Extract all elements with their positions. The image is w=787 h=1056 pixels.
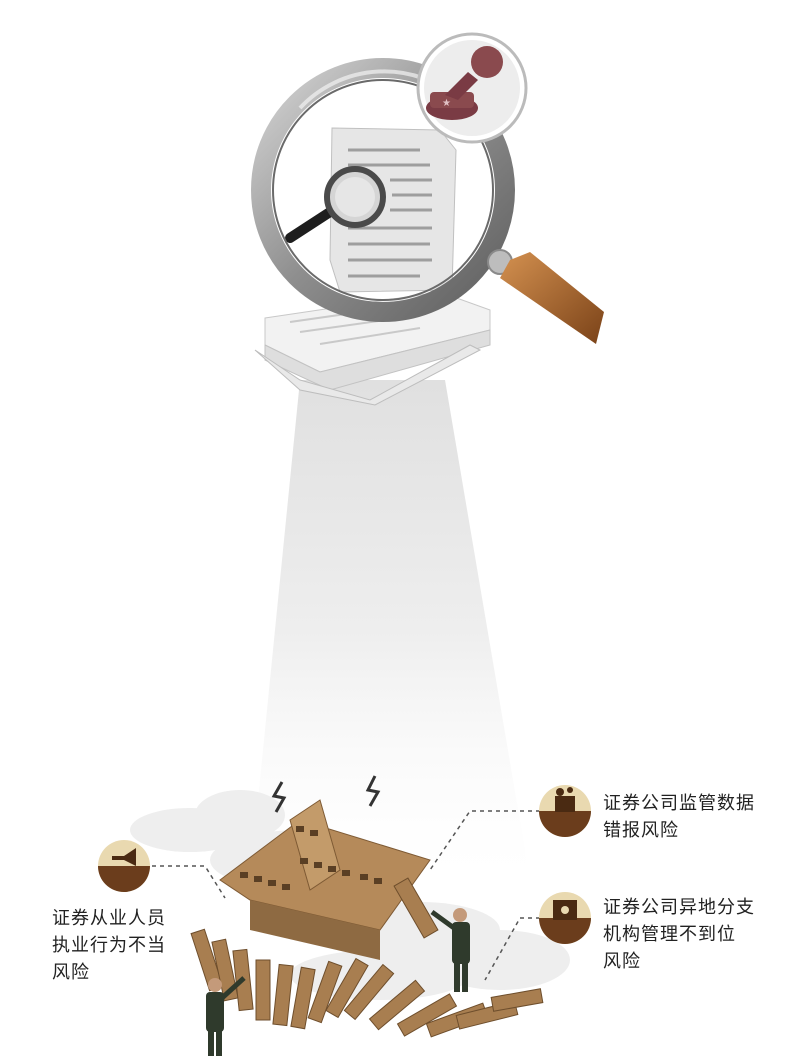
paper-stack bbox=[254, 291, 491, 406]
callout-connectors bbox=[152, 810, 540, 981]
domino-blocks bbox=[190, 799, 544, 1038]
callout-top-right-line-1: 证券公司监管数据 bbox=[603, 793, 755, 814]
callout-bottom-right-line-2: 机构管理不到位 bbox=[603, 924, 736, 945]
callout-top-right-text: 证券公司监管数据 错报风险 bbox=[603, 790, 755, 844]
stamp-icon: ★ bbox=[416, 32, 528, 144]
megaphone-icon bbox=[98, 840, 150, 892]
callout-bottom-right-line-1: 证券公司异地分支 bbox=[603, 897, 755, 918]
light-beam bbox=[250, 380, 530, 880]
callout-left-line-2: 执业行为不当 bbox=[52, 935, 166, 956]
figure-left bbox=[206, 976, 246, 1056]
callout-left-line-1: 证券从业人员 bbox=[52, 908, 166, 929]
callout-bottom-right-line-3: 风险 bbox=[603, 951, 641, 972]
figure-right bbox=[430, 908, 470, 992]
small-magnifier-icon bbox=[285, 166, 386, 243]
callout-top-right-line-2: 错报风险 bbox=[603, 820, 679, 841]
svg-text:★: ★ bbox=[442, 98, 451, 109]
lightning-marks bbox=[271, 775, 381, 813]
callout-left-line-3: 风险 bbox=[52, 962, 90, 983]
data-terminal-icon bbox=[539, 785, 591, 837]
callout-left-text: 证券从业人员 执业行为不当 风险 bbox=[52, 905, 166, 986]
safe-icon bbox=[539, 892, 591, 944]
callout-bottom-right-text: 证券公司异地分支 机构管理不到位 风险 bbox=[603, 894, 755, 975]
